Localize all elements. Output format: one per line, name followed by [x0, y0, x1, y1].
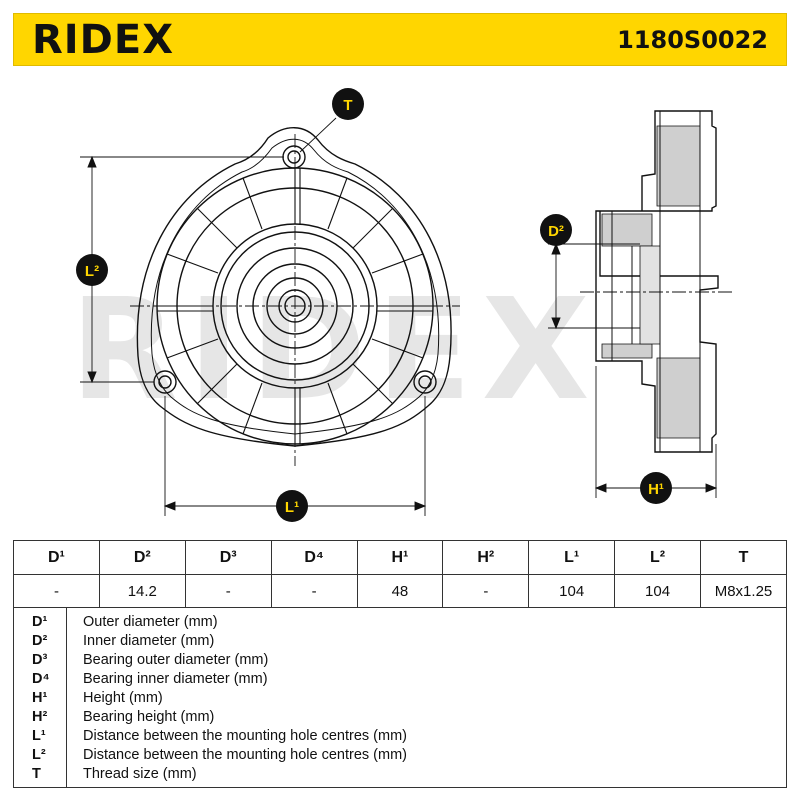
side-view — [580, 110, 735, 453]
svg-text:T: T — [343, 97, 352, 114]
legend-key: T — [32, 766, 41, 782]
header-d4: D⁴ — [270, 540, 358, 575]
value-h1: 48 — [356, 574, 444, 608]
mount-hole-top-inner — [287, 150, 301, 164]
legend-key: D⁴ — [32, 671, 50, 687]
section-hatching — [601, 125, 701, 439]
spec-header-row: D¹ D² D³ D⁴ H¹ H² L¹ L² T — [13, 540, 787, 575]
legend-divider — [66, 607, 67, 787]
legend-desc: Bearing outer diameter (mm) — [83, 652, 269, 668]
legend-item: L² Distance between the mounting hole ce… — [14, 746, 786, 765]
mount-hole-right-inner — [418, 375, 432, 389]
legend-desc: Thread size (mm) — [83, 766, 197, 782]
legend-desc: Inner diameter (mm) — [83, 633, 215, 649]
legend-desc: Height (mm) — [83, 690, 163, 706]
value-d2: 14.2 — [98, 574, 186, 608]
value-l2: 104 — [614, 574, 701, 608]
mount-hole-right — [413, 370, 437, 394]
legend-key: H¹ — [32, 690, 48, 706]
technical-drawing: RIDEX — [0, 66, 800, 536]
legend-key: H² — [32, 709, 48, 725]
svg-text:L¹: L¹ — [285, 499, 299, 516]
legend-item: D¹ Outer diameter (mm) — [14, 613, 786, 632]
header-d3: D³ — [184, 540, 272, 575]
centerlines — [130, 134, 460, 466]
value-h2: - — [442, 574, 530, 608]
header-d2: D² — [98, 540, 186, 575]
header-bar: RIDEX 1180S0022 — [13, 13, 787, 66]
legend-desc: Distance between the mounting hole centr… — [83, 728, 407, 744]
legend-item: H¹ Height (mm) — [14, 689, 786, 708]
value-d1: - — [13, 574, 100, 608]
legend-desc: Distance between the mounting hole centr… — [83, 747, 407, 763]
svg-text:H¹: H¹ — [648, 481, 664, 498]
value-d3: - — [184, 574, 272, 608]
mount-hole-left-inner — [158, 375, 172, 389]
callout-l1: L¹ — [276, 490, 308, 522]
dimensions-front — [80, 117, 427, 516]
legend-key: D¹ — [32, 614, 48, 630]
header-t: T — [700, 540, 787, 575]
header-h1: H¹ — [356, 540, 444, 575]
mount-hole-top — [282, 145, 306, 169]
drawing-svg: T L² L¹ D² H¹ — [76, 88, 735, 522]
legend-item: L¹ Distance between the mounting hole ce… — [14, 727, 786, 746]
callout-h1: H¹ — [640, 472, 672, 504]
legend-key: D³ — [32, 652, 48, 668]
legend-key: D² — [32, 633, 48, 649]
mount-hole-left — [153, 370, 177, 394]
legend-item: D³ Bearing outer diameter (mm) — [14, 651, 786, 670]
legend-desc: Bearing height (mm) — [83, 709, 215, 725]
callout-d2: D² — [540, 214, 572, 246]
value-t: M8x1.25 — [700, 574, 787, 608]
header-l2: L² — [614, 540, 701, 575]
legend-item: D² Inner diameter (mm) — [14, 632, 786, 651]
part-number: 1180S0022 — [617, 26, 768, 54]
svg-text:L²: L² — [85, 263, 99, 280]
callout-t: T — [332, 88, 364, 120]
legend-key: L¹ — [32, 728, 46, 744]
plate-outline — [136, 127, 452, 447]
value-l1: 104 — [528, 574, 616, 608]
legend-item: D⁴ Bearing inner diameter (mm) — [14, 670, 786, 689]
value-d4: - — [270, 574, 358, 608]
header-l1: L¹ — [528, 540, 616, 575]
legend-key: L² — [32, 747, 46, 763]
front-view — [130, 127, 460, 466]
header-h2: H² — [442, 540, 530, 575]
legend-desc: Bearing inner diameter (mm) — [83, 671, 268, 687]
legend-desc: Outer diameter (mm) — [83, 614, 218, 630]
legend-item: H² Bearing height (mm) — [14, 708, 786, 727]
callout-l2: L² — [76, 254, 108, 286]
legend: D¹ Outer diameter (mm) D² Inner diameter… — [13, 607, 787, 788]
header-d1: D¹ — [13, 540, 100, 575]
section-outer — [595, 110, 719, 453]
spec-table: D¹ D² D³ D⁴ H¹ H² L¹ L² T - 14.2 - - 48 … — [13, 540, 787, 608]
brand-logo: RIDEX — [32, 17, 175, 63]
legend-item: T Thread size (mm) — [14, 765, 786, 784]
svg-text:D²: D² — [548, 223, 564, 240]
spec-value-row: - 14.2 - - 48 - 104 104 M8x1.25 — [13, 574, 787, 608]
